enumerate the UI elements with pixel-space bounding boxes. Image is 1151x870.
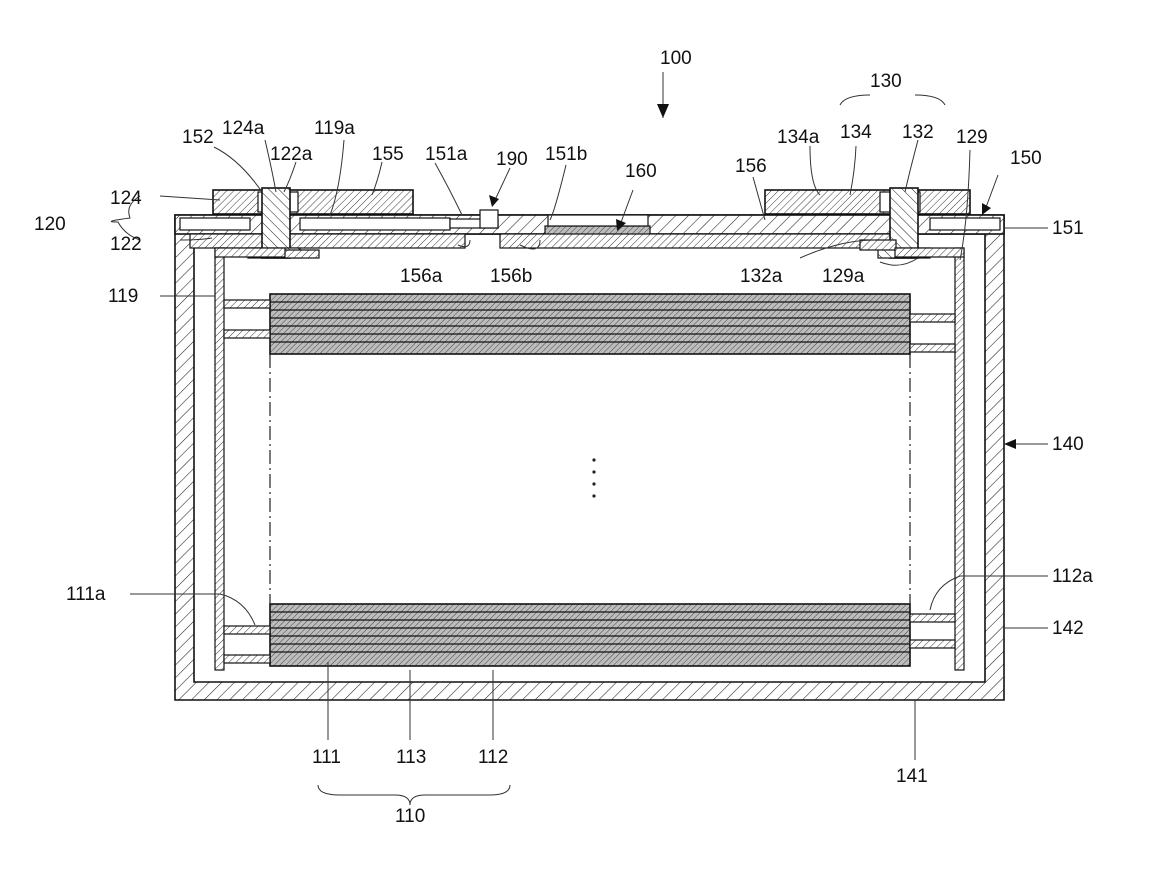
- label-100: 100: [660, 48, 692, 69]
- label-156: 156: [735, 156, 767, 177]
- label-160: 160: [625, 161, 657, 182]
- label-129: 129: [956, 127, 988, 148]
- label-119a: 119a: [314, 118, 355, 139]
- electrode-assembly-110: [224, 294, 955, 666]
- label-111a: 111a: [66, 584, 106, 605]
- label-156b: 156b: [490, 266, 532, 287]
- label-151b: 151b: [545, 144, 587, 165]
- label-140: 140: [1052, 434, 1084, 455]
- label-155: 155: [372, 144, 404, 165]
- label-151a: 151a: [425, 144, 468, 165]
- label-113: 113: [396, 747, 426, 768]
- label-120: 120: [34, 214, 66, 235]
- terminal-plate-124: [213, 190, 413, 214]
- label-122: 122: [110, 234, 142, 255]
- label-132a: 132a: [740, 266, 783, 287]
- label-151: 151: [1052, 218, 1084, 239]
- label-142: 142: [1052, 618, 1084, 639]
- label-141: 141: [896, 766, 928, 787]
- label-112a: 112a: [1052, 566, 1093, 587]
- label-112: 112: [478, 747, 508, 768]
- label-132: 132: [902, 122, 934, 143]
- label-111: 111: [312, 747, 341, 768]
- label-130: 130: [870, 71, 902, 92]
- label-134: 134: [840, 122, 872, 143]
- label-156a: 156a: [400, 266, 443, 287]
- label-122a: 122a: [270, 144, 313, 165]
- label-110: 110: [395, 806, 425, 827]
- insulator-156-right: [500, 234, 895, 248]
- collector-129: [955, 248, 964, 670]
- label-134a: 134a: [777, 127, 820, 148]
- label-150: 150: [1010, 148, 1042, 169]
- label-124: 124: [110, 188, 142, 209]
- collector-119: [215, 248, 224, 670]
- insulator-156-left: [190, 234, 465, 248]
- terminal-plate-134: [765, 190, 970, 214]
- label-152: 152: [182, 127, 214, 148]
- label-124a: 124a: [222, 118, 265, 139]
- label-190: 190: [496, 149, 528, 170]
- label-129a: 129a: [822, 266, 865, 287]
- label-119: 119: [108, 286, 138, 307]
